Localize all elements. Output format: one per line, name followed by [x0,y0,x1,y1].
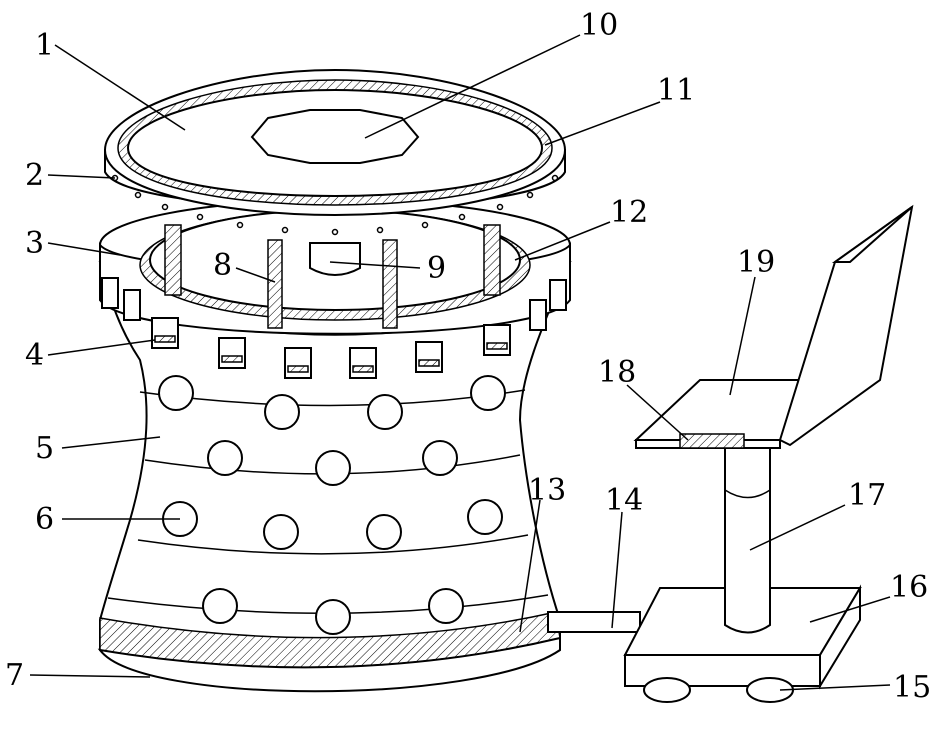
label-5: 5 [35,431,54,466]
label-2: 2 [25,158,44,193]
label-1: 1 [35,28,54,63]
label-10: 10 [580,8,618,43]
top-lid [105,70,565,235]
label-18: 18 [598,355,636,390]
connector-rod [548,612,640,632]
chair-seat [636,207,912,448]
label-15: 15 [893,670,931,705]
chair-post [725,445,770,633]
label-8: 8 [213,248,232,283]
label-13: 13 [528,473,566,508]
label-6: 6 [35,502,54,537]
label-19: 19 [737,245,775,280]
label-3: 3 [25,226,44,261]
label-4: 4 [25,338,44,373]
label-9: 9 [427,251,446,286]
label-17: 17 [848,478,886,513]
label-7: 7 [5,658,24,693]
center-block [310,243,360,275]
label-12: 12 [610,195,648,230]
label-16: 16 [890,570,928,605]
label-11: 11 [657,73,695,108]
label-14: 14 [605,483,643,518]
